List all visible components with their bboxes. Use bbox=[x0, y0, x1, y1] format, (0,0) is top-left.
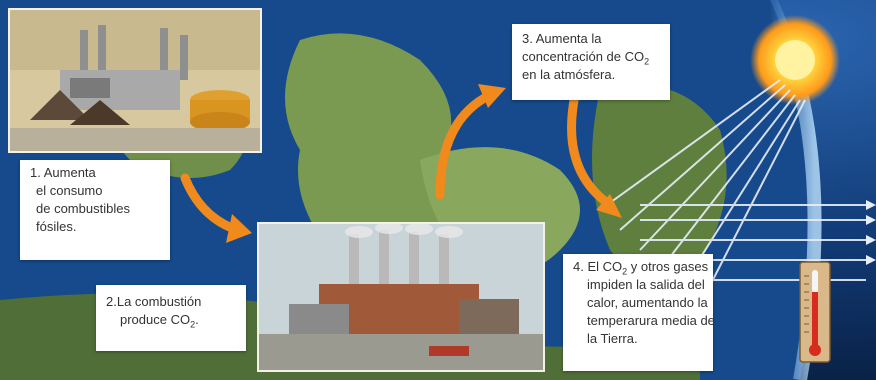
ray-arrowheads bbox=[866, 200, 876, 265]
arrow-heads bbox=[226, 84, 622, 243]
step-1-label: 1. Aumenta el consumo de combustibles fó… bbox=[20, 160, 170, 260]
step-2-line-2-tail: . bbox=[195, 312, 199, 327]
step-3-line-1: 3. Aumenta la bbox=[522, 31, 602, 46]
step-3-line-3: en la atmósfera. bbox=[522, 67, 616, 82]
step-2-line-2-text: produce CO bbox=[120, 312, 191, 327]
step-4-line-1-pre: 4. El CO bbox=[573, 259, 623, 274]
co2-subscript: 2 bbox=[644, 56, 650, 67]
step-4-line-5: la Tierra. bbox=[587, 331, 638, 346]
flow-arrows bbox=[180, 90, 615, 233]
step-2-line-1: 2.La combustión bbox=[106, 294, 202, 309]
step-4-line-1: 4. El CO2 y otros gases bbox=[573, 258, 708, 277]
step-2-line-2: produce CO2. bbox=[106, 311, 236, 329]
co2-subscript: 2 bbox=[190, 319, 196, 330]
arrow-1-to-2 bbox=[180, 173, 237, 233]
step-3-label: 3. Aumenta la concentración de CO2 en la… bbox=[512, 24, 670, 100]
step-4-line-2: impiden la salida del bbox=[587, 277, 705, 292]
step-4-label: 4. El CO2 y otros gases impiden la salid… bbox=[563, 254, 715, 371]
land-far bbox=[592, 85, 727, 278]
step-4-line-3: calor, aumentando la bbox=[587, 295, 708, 310]
arrow-3-to-4 bbox=[567, 90, 615, 210]
land-europe bbox=[285, 33, 453, 278]
power-plant-photo bbox=[257, 222, 545, 372]
step-1-line-3: de combustibles bbox=[36, 201, 130, 216]
step-4-line-1-post: y otros gases bbox=[627, 259, 709, 274]
arrow-2-to-3 bbox=[435, 90, 495, 200]
industry-photo bbox=[8, 8, 262, 153]
step-3-line-2-text: concentración de CO bbox=[522, 49, 645, 64]
step-4-line-4: temperarura media de bbox=[587, 313, 715, 328]
thermometer-icon bbox=[799, 261, 831, 363]
step-3-line-2: concentración de CO2 bbox=[522, 48, 660, 66]
step-2-label: 2.La combustión produce CO2. bbox=[96, 285, 246, 351]
sun-core bbox=[775, 40, 815, 80]
step-1-line-4: fósiles. bbox=[36, 219, 77, 234]
step-1-line-2: el consumo bbox=[36, 183, 103, 198]
co2-subscript: 2 bbox=[622, 266, 628, 277]
step-1-line-1: 1. Aumenta bbox=[30, 165, 96, 180]
